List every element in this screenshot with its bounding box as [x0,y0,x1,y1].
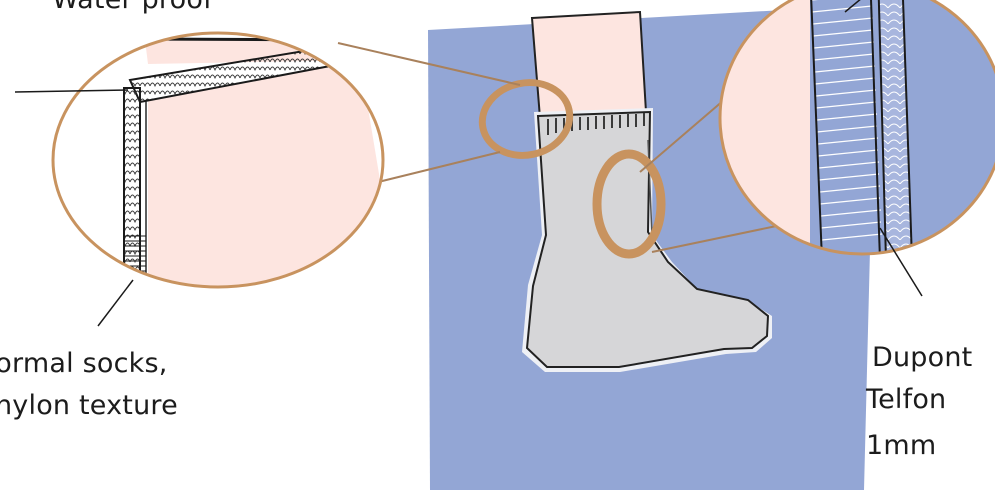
label-telfon: Telfon [866,380,946,420]
label-nylon-texture: nylon texture [0,386,178,426]
leg [532,12,646,118]
label-thickness: 1mm [866,426,936,466]
label-water-proof: Water proof [52,0,213,20]
label-normal-socks: normal socks, [0,344,168,384]
label-dupont: Dupont [872,338,972,378]
magnified-view-cuff [53,33,400,300]
